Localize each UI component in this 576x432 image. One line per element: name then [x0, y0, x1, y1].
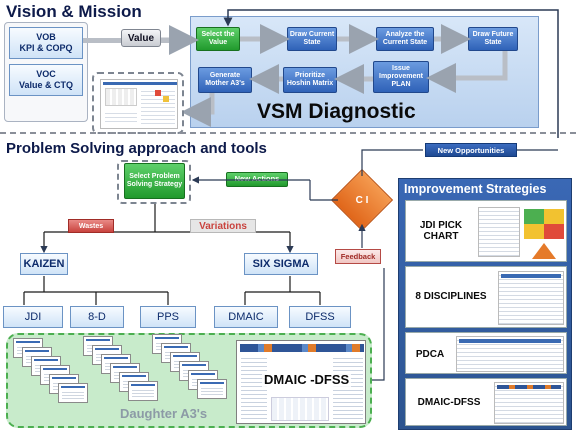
mother-a3-thumbnail[interactable]: [92, 72, 184, 134]
strategy-label: PDCA: [408, 341, 452, 367]
select-strategy-frame: [117, 160, 191, 204]
pick-chart-grid: [524, 209, 564, 239]
tool-pps[interactable]: PPS: [140, 306, 196, 328]
daughter-doc[interactable]: [128, 381, 158, 401]
pick-chart-thumb: [478, 207, 520, 257]
daughter-label: Daughter A3's: [120, 406, 208, 421]
select-strategy-box[interactable]: Select Problem Solving Strategy: [124, 163, 185, 199]
doc-header-bar: [240, 344, 364, 352]
tool-dfss[interactable]: DFSS: [289, 306, 351, 328]
doc-right-col: [333, 355, 363, 421]
strategy-label: DMAIC-DFSS: [408, 389, 490, 415]
problem-heading: Problem Solving approach and tools: [6, 140, 267, 157]
kaizen-box[interactable]: KAIZEN: [20, 253, 68, 275]
daughter-doc[interactable]: [58, 383, 88, 403]
pick-chart-triangle: [532, 243, 556, 259]
feedback-button[interactable]: Feedback: [335, 249, 381, 264]
thumb-chart: [100, 79, 178, 129]
vsm-step-issue-plan[interactable]: Issue Improvement PLAN: [373, 61, 429, 93]
tool-jdi[interactable]: JDI: [3, 306, 63, 328]
strategy-row-dmaic-dfss[interactable]: DMAIC-DFSS: [405, 378, 567, 426]
new-opportunities-button[interactable]: New Opportunities: [425, 143, 517, 157]
doc-left-col: [241, 355, 267, 421]
vsm-title: VSM Diagnostic: [257, 100, 416, 123]
strategy-row-8d[interactable]: 8 DISCIPLINES: [405, 266, 567, 328]
strategy-row-jdi[interactable]: JDI PICK CHART: [405, 200, 567, 262]
8d-thumb: [498, 271, 564, 325]
variations-tag: Variations: [190, 219, 256, 233]
wastes-tag: Wastes: [68, 219, 114, 233]
strategy-row-pdca[interactable]: PDCA: [405, 332, 567, 374]
strategies-title: Improvement Strategies: [404, 182, 547, 196]
daughter-doc[interactable]: [197, 379, 227, 399]
vob-box[interactable]: VOB KPI & COPQ: [9, 27, 83, 59]
vsm-step-draw-future[interactable]: Draw Future State: [468, 27, 518, 51]
strategy-label: JDI PICK CHART: [408, 213, 474, 249]
value-button[interactable]: Value: [121, 29, 161, 47]
dmaic-thumb: [494, 382, 564, 424]
vsm-step-analyze-current[interactable]: Analyze the Current State: [376, 27, 434, 51]
vsm-step-generate-mother[interactable]: Generate Mother A3's: [198, 67, 252, 93]
ci-label: C I: [355, 194, 369, 206]
tool-dmaic[interactable]: DMAIC: [214, 306, 278, 328]
pdca-thumb: [456, 336, 564, 372]
strategy-label: 8 DISCIPLINES: [408, 277, 494, 317]
vsm-step-select-value[interactable]: Select the Value: [196, 27, 240, 51]
voc-box[interactable]: VOC Value & CTQ: [9, 64, 83, 96]
six-sigma-box[interactable]: SIX SIGMA: [244, 253, 318, 275]
vsm-step-prioritize-hoshin[interactable]: Prioritize Hoshin Matrix: [283, 67, 337, 93]
vision-heading: Vision & Mission: [6, 2, 142, 21]
doc-center-block: [271, 397, 329, 421]
section-divider: [0, 132, 576, 134]
vsm-step-draw-current[interactable]: Draw Current State: [287, 27, 337, 51]
dmaic-dfss-label: DMAIC -DFSS: [262, 372, 352, 387]
tool-8d[interactable]: 8-D: [70, 306, 124, 328]
